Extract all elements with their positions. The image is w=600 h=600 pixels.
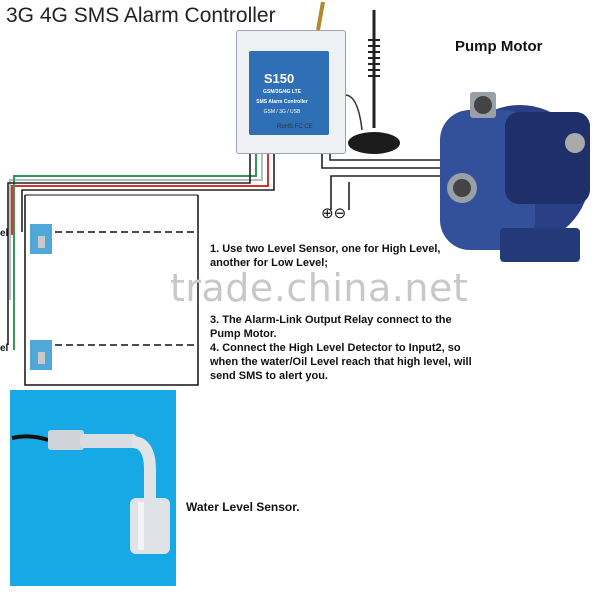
instruction-step-3: 3. The Alarm-Link Output Relay connect t… [210,314,452,340]
relay-wire-2 [321,152,462,169]
wire-white [9,152,263,300]
wire-green [13,152,257,350]
relay-wire-1 [329,152,462,161]
low-level-cut-label: el [0,343,9,354]
watermark: trade.china.net [170,266,469,310]
pump-motor-label: Pump Motor [455,38,543,55]
magnetic-antenna-base [348,132,400,154]
instruction-step-1: 1. Use two Level Sensor, one for High Le… [210,243,441,269]
controller-line-3: GSM / 3G / USB [263,109,301,115]
controller-cert: RoHS FC CE [277,124,313,130]
water-level-sensor-photo [10,390,176,586]
antenna-cable [344,94,363,131]
wire-red [11,152,269,235]
tank-outline [24,195,199,386]
controller-model: S150 [263,71,295,86]
instruction-step-4: 4. Connect the High Level Detector to In… [210,342,472,382]
high-level-cut-label: el [0,228,9,239]
high-level-sensor-float [38,236,45,248]
pump-motor-illustration [440,92,590,262]
wire-black-1 [21,152,275,232]
magnetic-antenna-coil [368,39,380,77]
water-level-sensor-icon [11,430,170,554]
power-wire-plus [330,175,470,210]
controller-face: S150 GSM/3G/4G LTE SMS Alarm Controller … [249,51,329,135]
controller-antenna [316,1,325,31]
water-level-sensor-label: Water Level Sensor. [186,500,300,514]
controller-line-1: GSM/3G/4G LTE [263,89,301,95]
low-level-sensor-float [38,352,45,364]
diagram-title: 3G 4G SMS Alarm Controller [6,4,276,27]
sms-alarm-controller: S150 GSM/3G/4G LTE SMS Alarm Controller … [236,30,346,154]
wire-black-2 [7,152,251,345]
power-polarity-symbols: ⊕⊖ [321,205,347,222]
controller-line-2: SMS Alarm Controller [256,99,308,105]
